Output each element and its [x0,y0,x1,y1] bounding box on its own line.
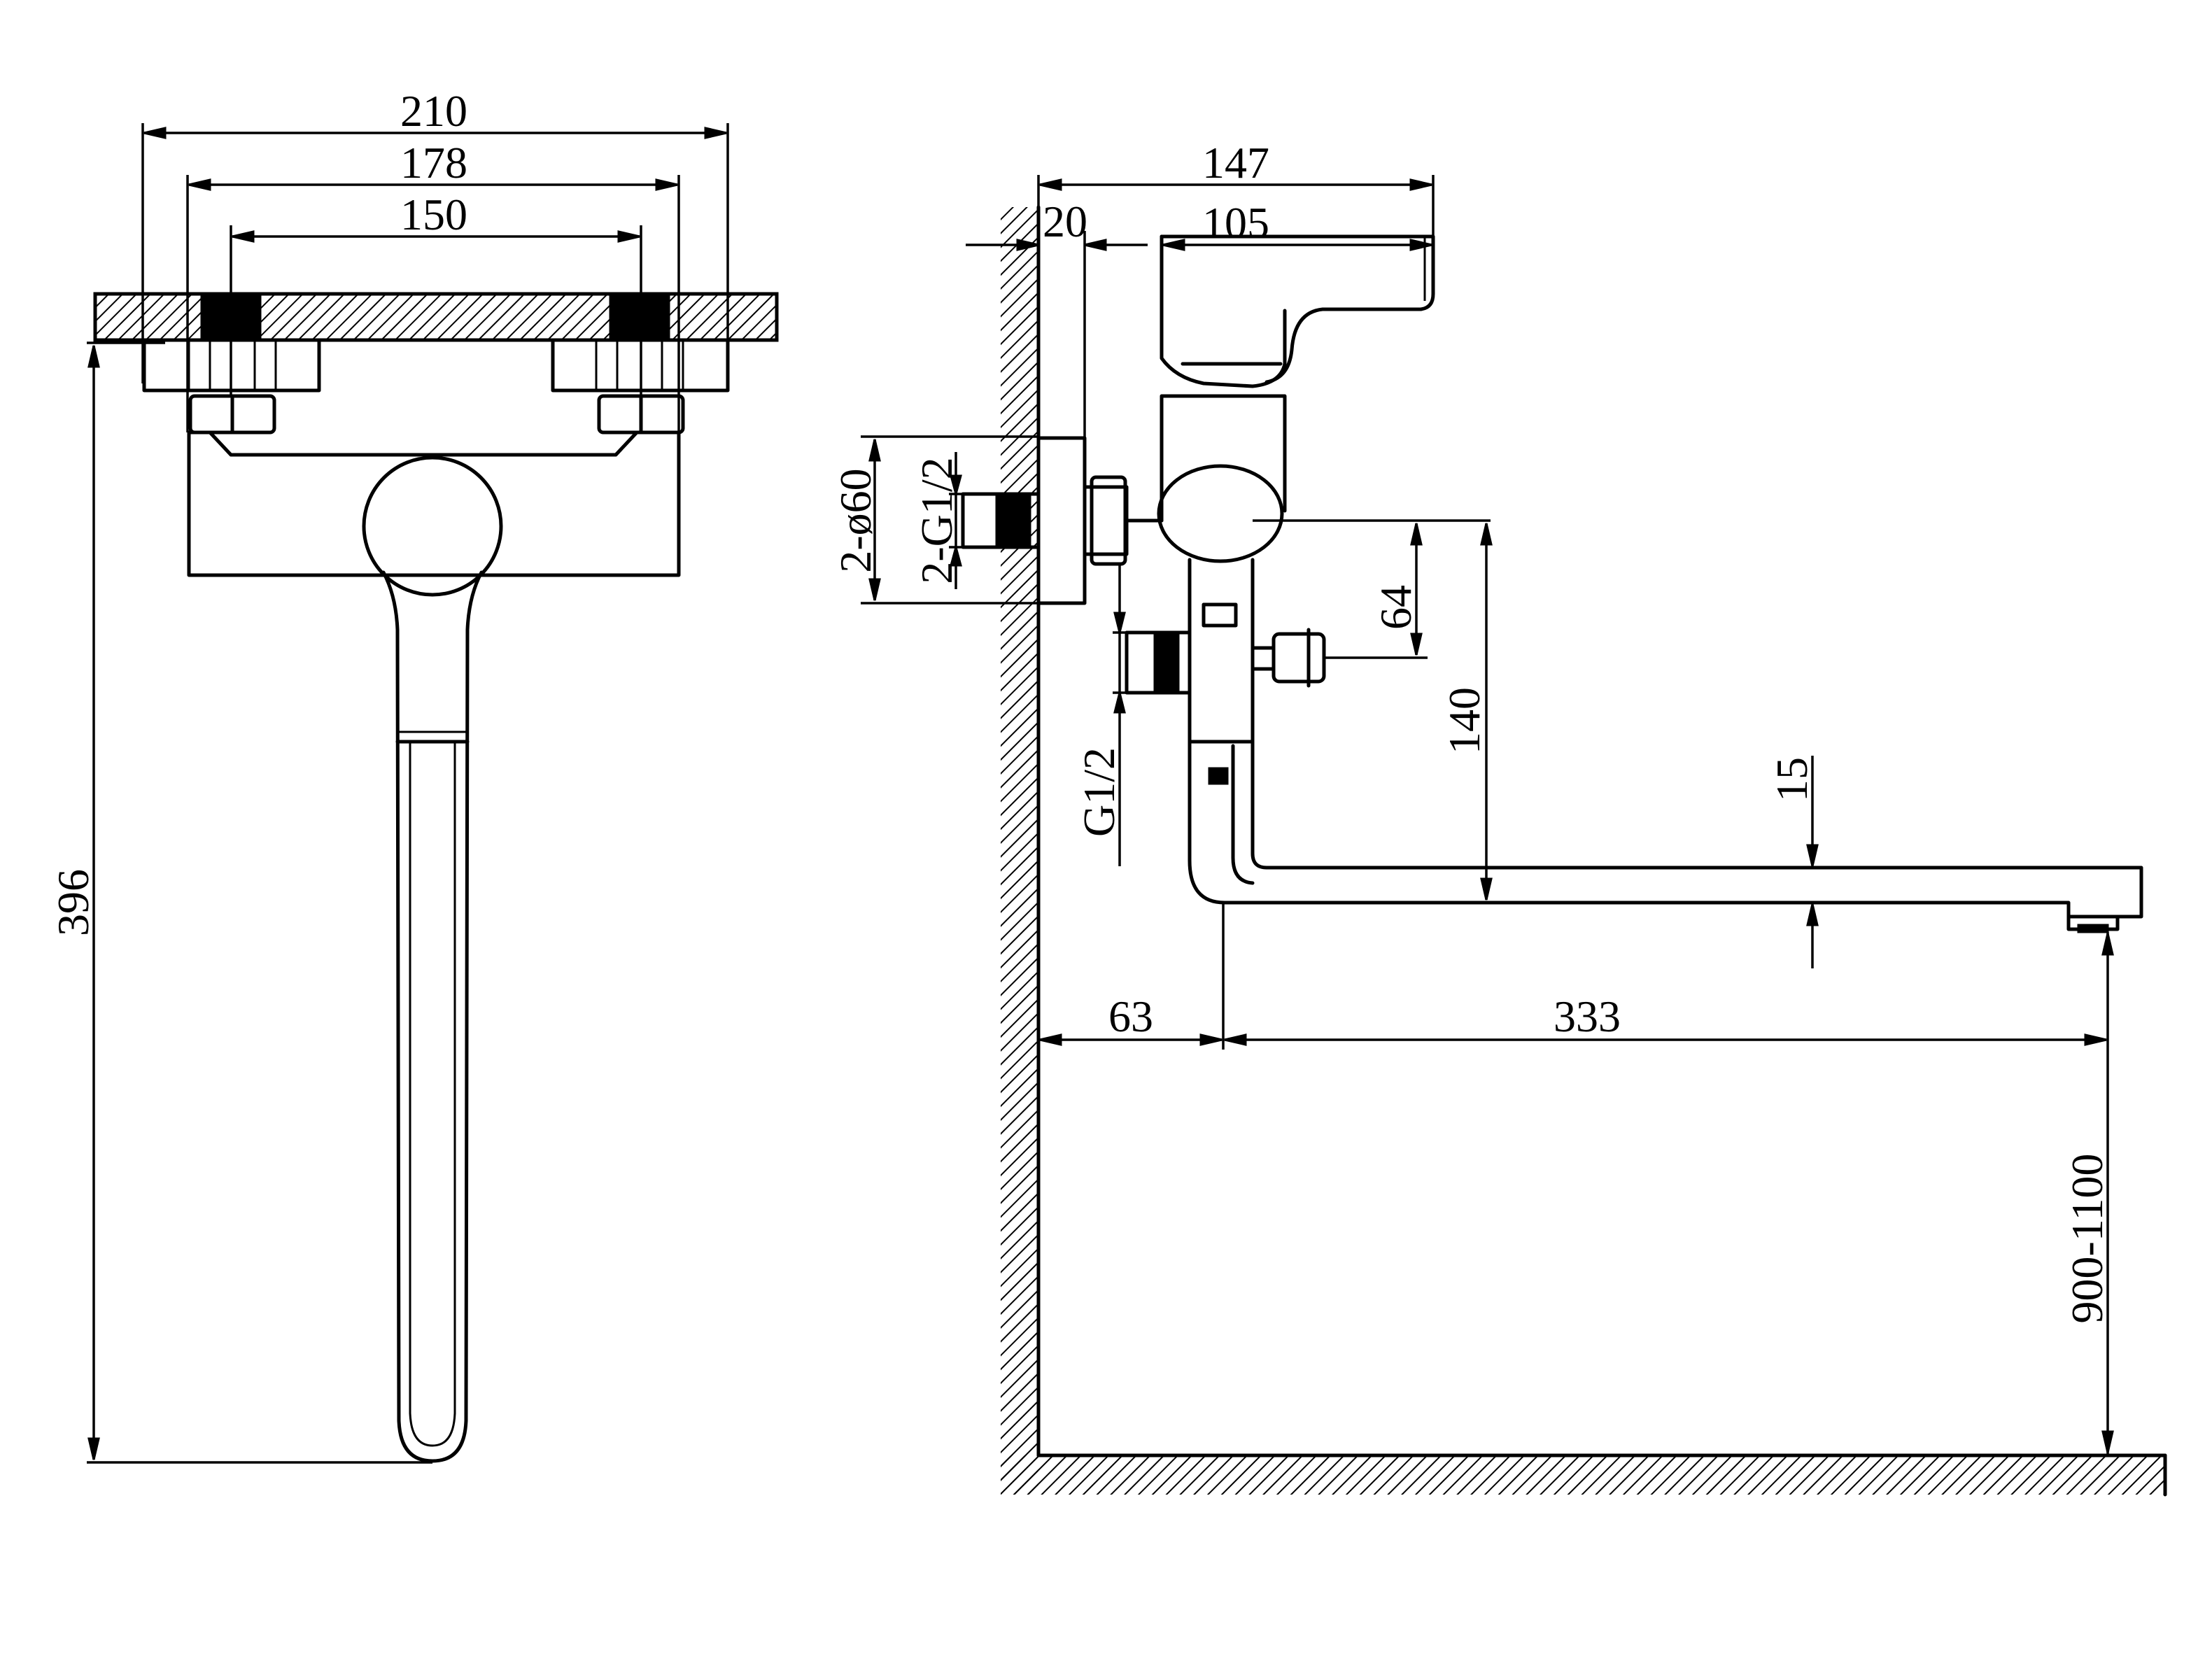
dim-label-flange-dia: 2-ø60 [831,468,880,572]
front-view: 210 178 150 396 [48,86,779,1464]
dim-label-210: 210 [400,86,467,136]
mixer-body [187,430,681,577]
diverter-knob [1271,632,1326,684]
side-wall [1001,207,1038,1495]
handle-round [362,456,503,597]
side-body [1160,394,1287,523]
left-eccentric [188,340,277,390]
dim-label-396: 396 [48,869,98,936]
side-lever [1160,234,1435,384]
dim-label-333: 333 [1554,991,1621,1041]
wall-section [93,292,779,342]
dim-label-inlet-thread: 2-G1/2 [912,457,961,584]
right-eccentric [595,340,684,390]
dim-label-20: 20 [1043,197,1087,246]
floor [1001,1455,2165,1495]
dim-label-63: 63 [1108,991,1153,1041]
dim-label-outlet-thread: G1/2 [1074,747,1124,837]
dim-label-64: 64 [1371,585,1421,630]
side-flange [1036,436,1087,605]
dim-label-150: 150 [400,190,467,239]
right-inlet-solid [609,295,670,339]
spout [1188,740,2143,919]
inlet-thread [995,493,1031,549]
dim-label-15: 15 [1767,757,1817,802]
dim-label-105: 105 [1202,198,1269,248]
dim-label-install-height: 900-1100 [2062,1154,2112,1324]
dim-label-140: 140 [1439,687,1489,754]
dim-label-147: 147 [1202,138,1269,188]
lever-handle [381,570,484,1463]
cartridge-dome [1157,464,1284,563]
handle-base [1160,234,1287,388]
diverter-column [1188,558,1255,786]
side-view: 147 20 105 2-ø60 2-G1/2 64 [831,138,2167,1497]
dim-label-178: 178 [400,138,467,188]
side-nut [1090,475,1127,566]
